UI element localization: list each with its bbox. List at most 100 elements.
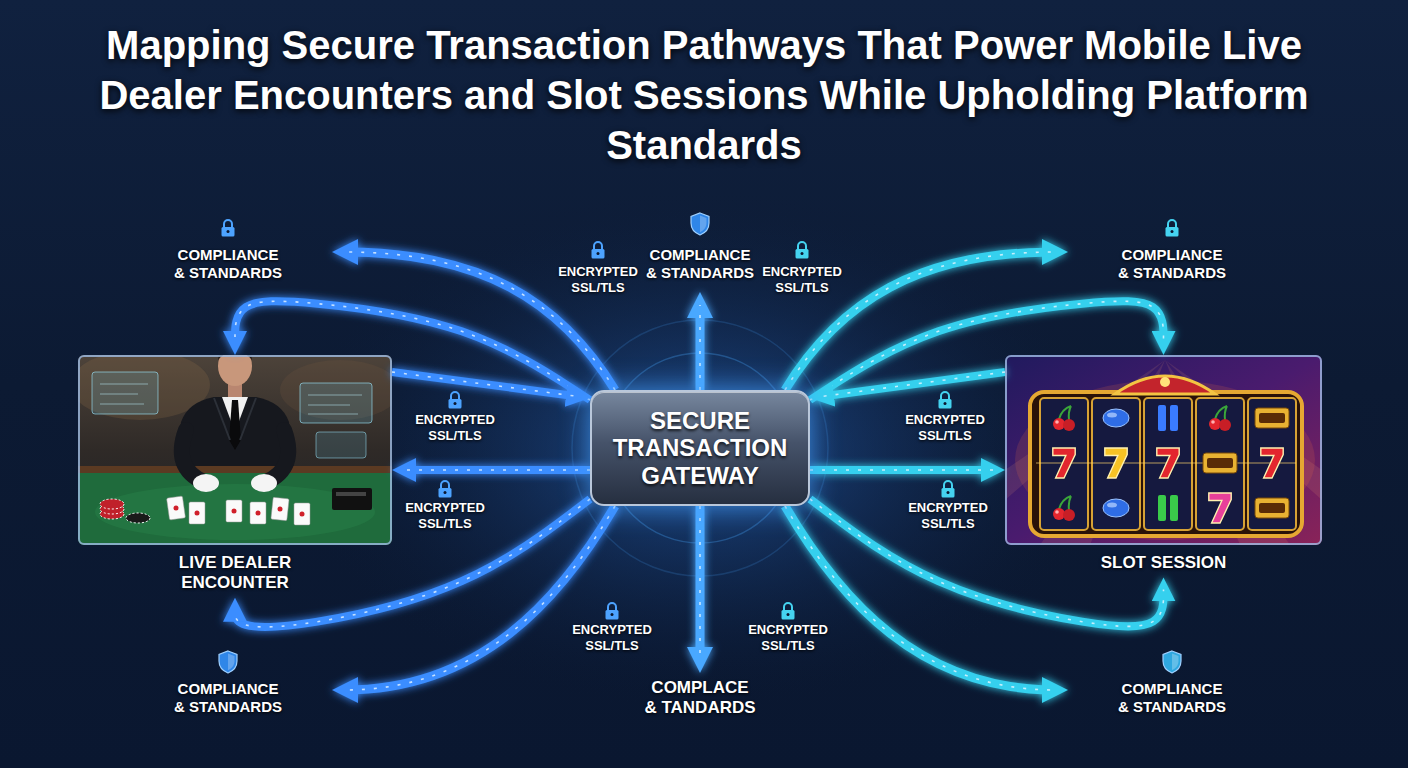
bars-symbol	[1158, 405, 1178, 431]
edge-label: ENCRYPTED SSL/TLS	[900, 500, 996, 531]
connectors	[235, 301, 1164, 627]
compliance-label-box: COMPLIANCE & STANDARDS	[1117, 680, 1227, 716]
connector-arrow	[810, 301, 1164, 400]
bar-symbol	[1203, 453, 1237, 473]
connector-arrow	[810, 466, 993, 474]
image-frame	[1005, 355, 1322, 545]
connector-sparkle	[810, 469, 993, 471]
edge-label-box: ENCRYPTED SSL/TLS	[397, 500, 493, 531]
white-glove	[251, 474, 277, 492]
connector-group	[810, 301, 1164, 400]
dealer-lapels	[214, 398, 256, 440]
edge-label: ENCRYPTED SSL/TLS	[397, 500, 493, 531]
connector-arrow	[404, 466, 590, 474]
lock-icon	[942, 481, 955, 498]
edge-label-box: ENCRYPTED SSL/TLS	[407, 412, 503, 443]
hologram-panel	[300, 383, 372, 423]
card-pips	[174, 506, 305, 517]
slot-panel: SLOT SESSION	[1005, 355, 1322, 577]
slot-reel	[1196, 398, 1244, 530]
lock-icon	[592, 242, 605, 259]
compliance-label: COMPLIANCE & STANDARDS	[645, 246, 755, 282]
slot-glow	[1015, 380, 1315, 540]
connector-group	[810, 470, 993, 471]
compliance-label: COMPLIANCE & STANDARDS	[173, 680, 283, 716]
table-felt	[78, 473, 392, 545]
connector-group	[404, 470, 590, 471]
dealer-arm	[182, 430, 204, 482]
compliance-label-box: COMPLIANCE & STANDARDS	[645, 246, 755, 282]
live-dealer-illustration	[78, 355, 392, 545]
compliance-label: COMPLIANCE & STANDARDS	[173, 246, 283, 282]
connector-sparkle	[822, 372, 1005, 396]
compliance-label: COMPLIANCE & STANDARDS	[1117, 680, 1227, 716]
edge-label-box: ENCRYPTED SSL/TLS	[740, 622, 836, 653]
arrow-sparkle	[699, 305, 701, 390]
cherry-symbol	[1053, 496, 1075, 521]
seven-symbol	[1157, 448, 1179, 478]
connector-arrow	[822, 372, 1005, 396]
connector-group	[235, 301, 590, 400]
live-dealer-panel: LIVE DEALER ENCOUNTER	[78, 355, 392, 598]
card-shoe-slot	[336, 492, 366, 496]
seven-symbol	[1261, 448, 1283, 478]
edge-label: ENCRYPTED SSL/TLS	[740, 622, 836, 653]
edge-label-box: ENCRYPTED SSL/TLS	[900, 500, 996, 531]
connector-group	[822, 372, 1005, 396]
arrow-sparkle	[699, 506, 701, 660]
gem-symbol	[1103, 409, 1129, 427]
light-rays	[1005, 360, 1322, 545]
compliance-label-box: COMPLACE & TANDARDS	[644, 678, 756, 719]
lock-icon	[606, 603, 619, 620]
panel-label: LIVE DEALER ENCOUNTER	[150, 553, 320, 594]
slot-illustration	[1005, 355, 1322, 545]
connector-sparkle	[404, 469, 590, 471]
bars-symbol	[1158, 495, 1178, 521]
compliance-label-box: COMPLIANCE & STANDARDS	[173, 246, 283, 282]
edge-label-box: ENCRYPTED SSL/TLS	[756, 264, 848, 295]
edge-label: ENCRYPTED SSL/TLS	[552, 264, 644, 295]
hologram-lines	[308, 395, 362, 414]
table-rim	[78, 466, 392, 473]
card-shoe	[332, 488, 372, 510]
dealer-arm	[266, 430, 288, 482]
cherry-symbol	[1053, 406, 1075, 431]
bar-symbol	[1255, 408, 1289, 428]
edge-label: ENCRYPTED SSL/TLS	[407, 412, 503, 443]
lock-icon	[439, 481, 452, 498]
lock-icon	[939, 392, 952, 409]
slot-cabinet	[1030, 392, 1302, 536]
lock-icon	[1166, 220, 1179, 237]
cherry-symbol	[1209, 406, 1231, 431]
title: Mapping Secure Transaction Pathways That…	[60, 20, 1348, 170]
bar-symbol	[1255, 498, 1289, 518]
hologram-lines	[100, 384, 148, 404]
image-frame	[78, 355, 392, 545]
compliance-label-box: COMPLIANCE & STANDARDS	[1117, 246, 1227, 282]
shield-icon	[219, 651, 237, 673]
connector-arrow	[235, 301, 590, 400]
compliance-label: COMPLACE & TANDARDS	[644, 678, 756, 719]
edge-label: ENCRYPTED SSL/TLS	[564, 622, 660, 653]
lock-icon	[796, 242, 809, 259]
seven-symbol	[1105, 448, 1127, 478]
connector-sparkle	[810, 301, 1164, 400]
compliance-arrow	[696, 305, 705, 390]
casino-chip	[100, 499, 124, 509]
edge-label-box: ENCRYPTED SSL/TLS	[564, 622, 660, 653]
compliance-arrow	[696, 506, 705, 660]
edge-label-box: ENCRYPTED SSL/TLS	[897, 412, 993, 443]
dealer-suit	[176, 397, 294, 470]
felt-highlight	[95, 484, 375, 540]
gateway-label: SECURE TRANSACTION GATEWAY	[606, 407, 794, 490]
edge-label: ENCRYPTED SSL/TLS	[756, 264, 848, 295]
shield-icon	[1163, 651, 1181, 673]
compliance-label: COMPLIANCE & STANDARDS	[1117, 246, 1227, 282]
connector-sparkle	[392, 372, 578, 396]
compliance-label-box: COMPLIANCE & STANDARDS	[173, 680, 283, 716]
connector-group	[392, 372, 578, 396]
lock-icon	[782, 603, 795, 620]
